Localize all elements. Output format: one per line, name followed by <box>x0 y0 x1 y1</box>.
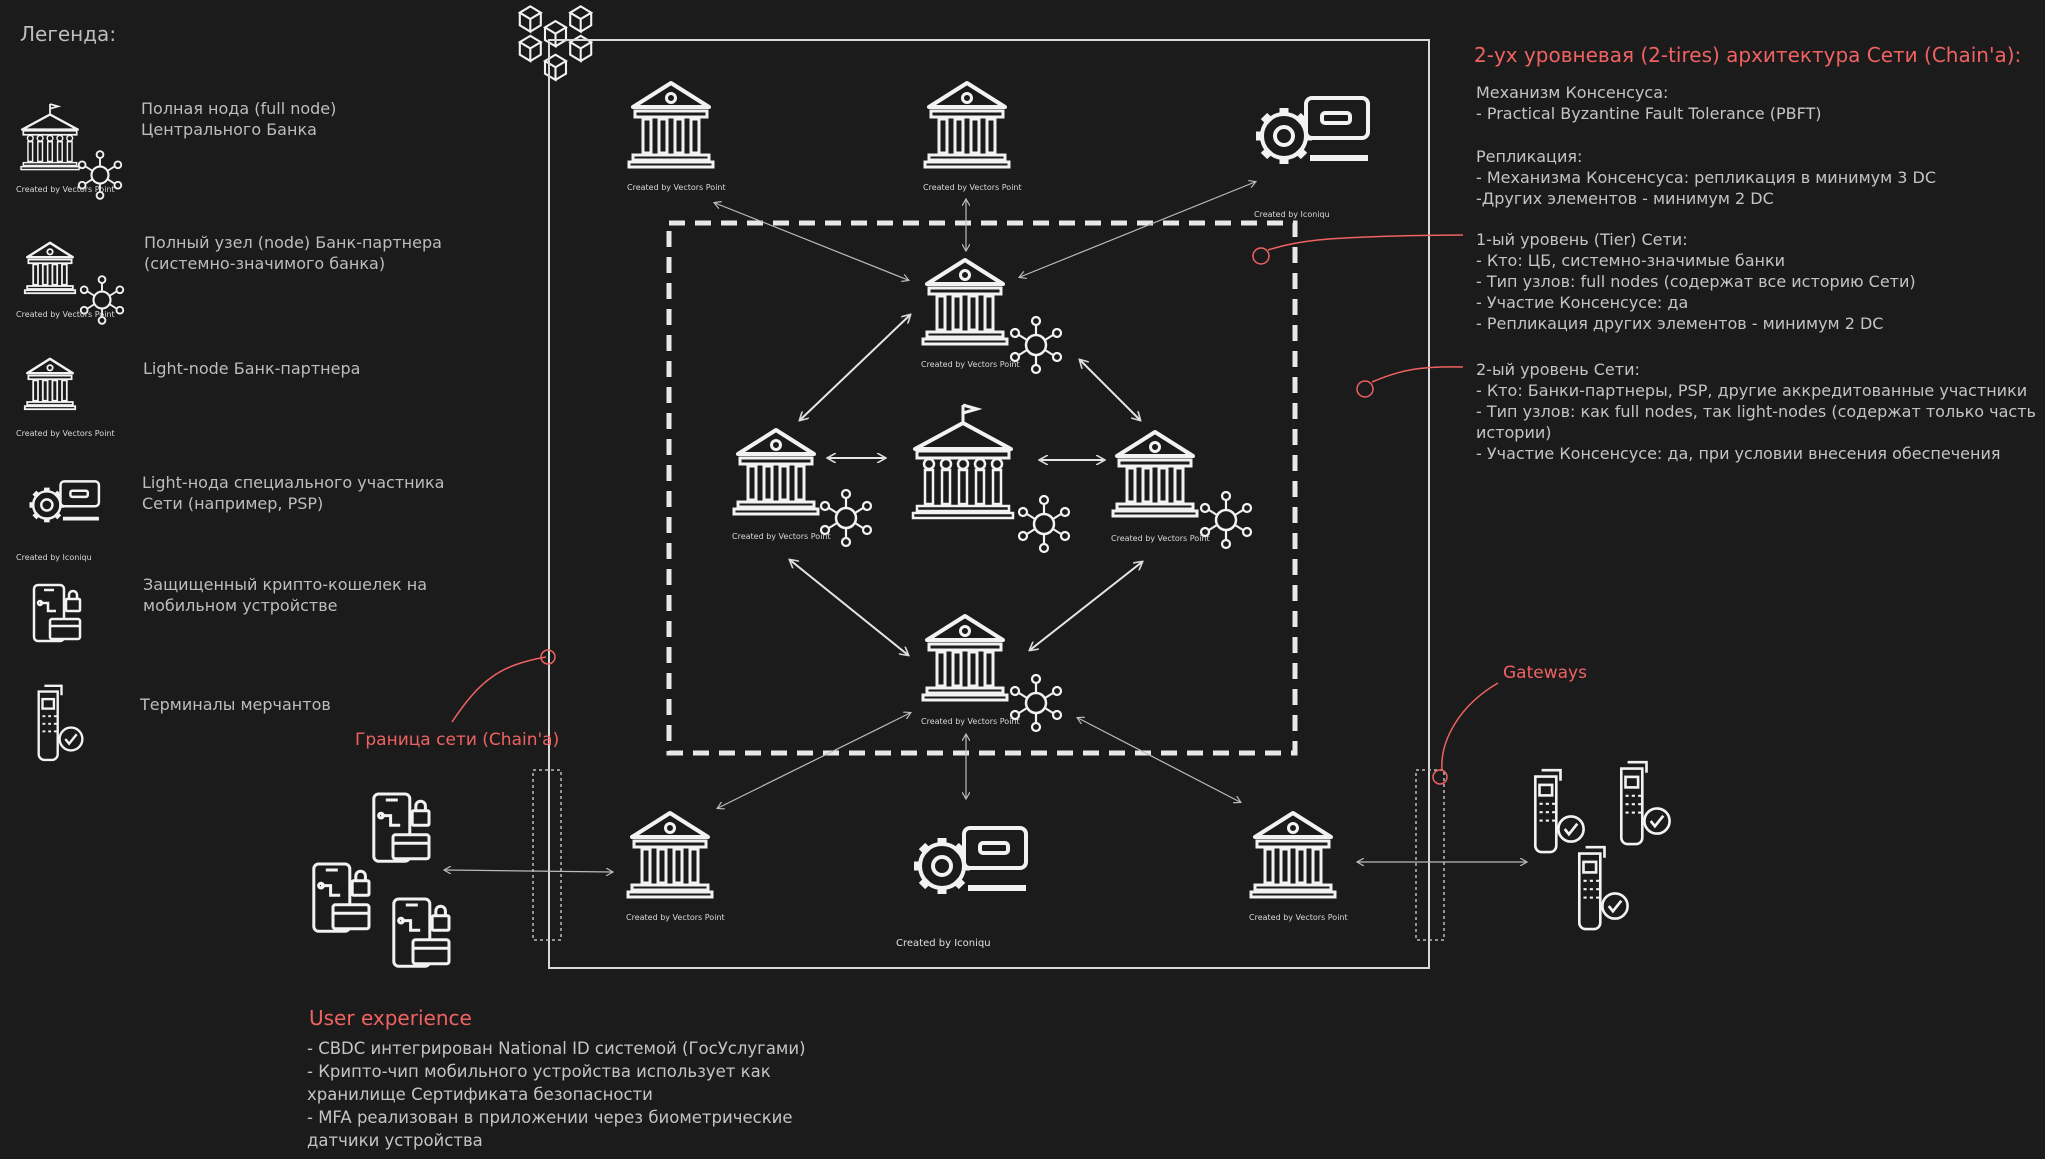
node-credit: Created by Vectors Point <box>1249 913 1348 922</box>
callout-tier1-dot <box>1252 247 1270 265</box>
tier1-boundary <box>666 220 1298 756</box>
mobile-crypto-wallet-icon <box>32 583 82 643</box>
callout-gateway-dot <box>1432 769 1448 785</box>
consensus-info: Механизм Консенсуса: - Practical Byzanti… <box>1476 83 1822 123</box>
callout-tier1-line <box>1267 234 1464 251</box>
partner-bank-light-node-top-center <box>923 81 1011 169</box>
merchant-terminal-2 <box>1619 760 1671 846</box>
callout-tier2-dot <box>1356 380 1374 398</box>
user-experience-title: User experience <box>309 1006 472 1030</box>
callout-border-line <box>451 656 547 723</box>
central-bank-full-node-icon <box>19 102 81 171</box>
arrow-wallets-bank <box>445 870 612 872</box>
network-border <box>548 39 1430 969</box>
partner-bank-full-node-top <box>921 258 1009 346</box>
partner-bank-full-node-icon <box>23 241 77 295</box>
user-experience-list: - CBDC интегрирован National ID системой… <box>307 1039 806 1150</box>
legend-label-mobile-wallet: Защищенный крипто-кошелек на мобильном у… <box>143 575 428 615</box>
arrow-right-bottom <box>1030 562 1142 650</box>
legend-label-special-light-node: Light-нода специального участника Сети (… <box>142 473 445 513</box>
legend-credit: Created by Vectors Point <box>16 310 115 319</box>
legend-credit: Created by Vectors Point <box>16 185 115 194</box>
network-border-label: Граница сети (Chain'a) <box>355 730 560 750</box>
node-credit: Created by Vectors Point <box>1111 534 1210 543</box>
partner-bank-full-node-bottom <box>921 614 1009 702</box>
arrow-top-right <box>1080 360 1140 420</box>
arrow-top-left <box>800 315 910 420</box>
partner-bank-light-node-top-left <box>627 81 715 169</box>
node-credit: Created by Vectors Point <box>921 717 1020 726</box>
special-participant-light-node-icon <box>29 481 98 522</box>
node-credit: Created by Vectors Point <box>923 183 1022 192</box>
node-credit: Created by Vectors Point <box>627 183 726 192</box>
callout-border-dot <box>540 649 556 665</box>
gateways-label: Gateways <box>1503 663 1587 683</box>
legend-credit: Created by Iconiqu <box>16 553 92 562</box>
mobile-wallet-1 <box>372 792 431 863</box>
architecture-title: 2-ух уровневая (2-tires) архитектура Сет… <box>1474 43 2022 67</box>
callout-tier2-line <box>1371 366 1464 383</box>
merchant-terminal-1 <box>1533 768 1585 854</box>
arrow-outer-bottom-left <box>718 713 910 808</box>
arrow-left-bottom <box>790 560 908 655</box>
arrow-outer-top-right <box>1020 182 1255 277</box>
mobile-wallet-3 <box>392 897 451 968</box>
legend-label-partner-full-node: Полный узел (node) Банк-партнера (систем… <box>144 233 442 273</box>
merchant-terminal-icon <box>37 684 84 762</box>
replication-info: Репликация: - Механизма Консенсуса: репл… <box>1476 147 1937 208</box>
callout-gateway-line <box>1441 682 1499 771</box>
gateway-right <box>1415 769 1445 941</box>
partner-bank-light-node-bottom-right <box>1249 811 1337 899</box>
node-credit: Created by Vectors Point <box>626 913 725 922</box>
legend-label-partner-light-node: Light-node Банк-партнера <box>143 359 361 378</box>
blockchain-icon <box>518 5 593 81</box>
legend-title: Легенда: <box>20 22 117 46</box>
node-credit: Created by Vectors Point <box>732 532 831 541</box>
merchant-terminal-3 <box>1577 845 1629 931</box>
partner-bank-light-node-bottom-left <box>626 811 714 899</box>
legend-credit: Created by Vectors Point <box>16 429 115 438</box>
node-credit: Created by Iconiqu <box>896 938 991 949</box>
arrow-outer-bottom-right <box>1078 718 1240 802</box>
legend-label-cb-full-node: Полная нода (full node) Центрального Бан… <box>141 99 337 139</box>
tier2-info: 2-ый уровень Сети: - Кто: Банки-партнеры… <box>1476 360 2036 463</box>
legend-label-merchant-terminal: Терминалы мерчантов <box>140 695 331 714</box>
partner-bank-full-node-right <box>1111 430 1199 518</box>
node-credit: Created by Iconiqu <box>1254 210 1330 219</box>
network-icon <box>1017 494 1071 554</box>
arrow-outer-top-left <box>715 203 908 280</box>
mobile-wallet-2 <box>312 862 371 933</box>
psp-light-node-bottom-center <box>914 828 1026 894</box>
tier1-info: 1-ый уровень (Tier) Сети: - Кто: ЦБ, сис… <box>1476 230 1916 333</box>
partner-bank-light-node-icon <box>23 357 77 411</box>
node-credit: Created by Vectors Point <box>921 360 1020 369</box>
central-bank-full-node-center <box>911 403 1015 520</box>
partner-bank-full-node-left <box>732 428 820 516</box>
psp-light-node-top-right <box>1256 98 1368 164</box>
gateway-left <box>532 769 562 941</box>
